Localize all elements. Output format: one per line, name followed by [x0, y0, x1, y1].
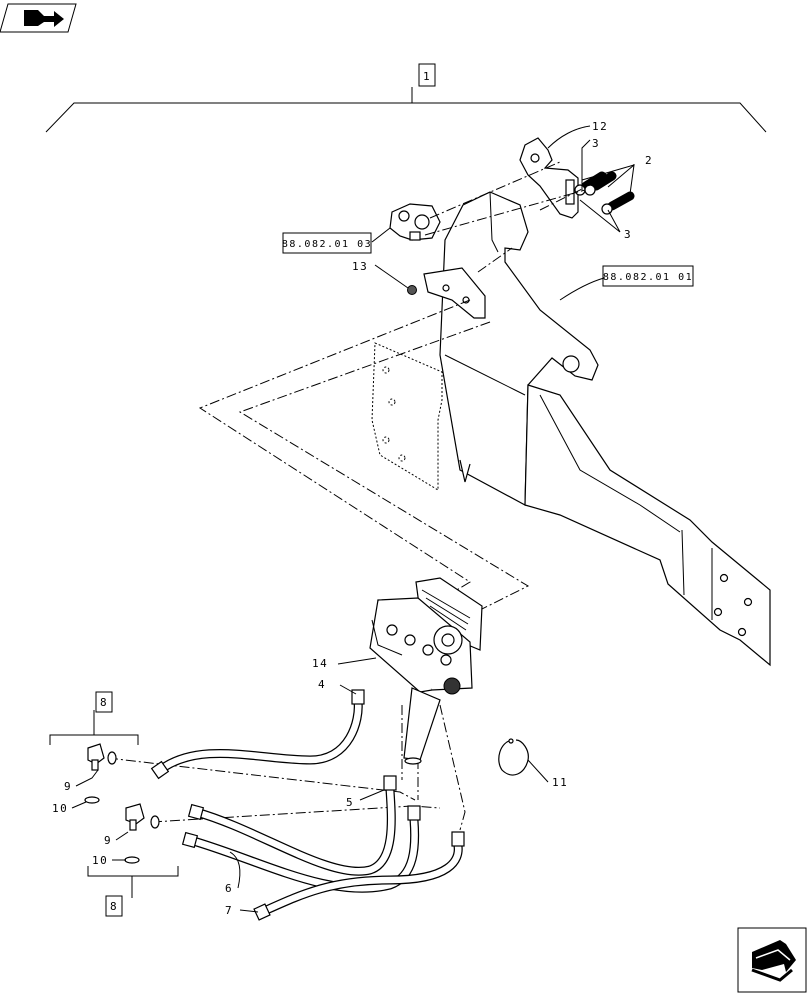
mounting-plate-13 — [407, 267, 486, 319]
reference-88-082-01-03[interactable]: 88.082.01 03 — [282, 232, 372, 254]
callout-12: 12 — [592, 120, 608, 133]
callout-8-upper-text: 8 — [100, 696, 108, 709]
next-page-arrow-icon[interactable] — [737, 927, 807, 993]
assembly-lines — [107, 161, 601, 831]
coupler-assembly — [389, 203, 441, 241]
callout-3-upper: 3 — [592, 137, 600, 150]
callout-1: 1 — [418, 63, 436, 87]
callout-1-text: 1 — [423, 70, 431, 83]
fitting-group-upper — [49, 710, 139, 804]
assembly-bracket-1 — [45, 87, 767, 133]
book-arrow-icon[interactable] — [0, 3, 77, 33]
callout-8-lower-text: 8 — [110, 900, 118, 913]
hose-6 — [181, 805, 421, 893]
fitting-group-lower — [87, 803, 179, 898]
loader-frame — [371, 191, 771, 667]
hose-7 — [253, 831, 465, 921]
bolts-2 — [574, 171, 635, 215]
callout-14: 14 — [312, 657, 328, 670]
reference-b-text: 88.082.01 01 — [603, 272, 693, 283]
callout-8-upper: 8 — [95, 691, 113, 713]
hose-5 — [187, 775, 397, 876]
reference-88-082-01-01[interactable]: 88.082.01 01 — [602, 265, 694, 287]
control-valve-14 — [369, 577, 483, 765]
callout-9-lower: 9 — [104, 834, 112, 847]
reference-a-text: 88.082.01 03 — [282, 239, 372, 250]
hose-4 — [150, 689, 365, 780]
callout-5: 5 — [346, 796, 354, 809]
callout-10-lower: 10 — [92, 854, 108, 867]
callout-13: 13 — [352, 260, 368, 273]
leader-lines — [71, 125, 635, 913]
callout-3-lower: 3 — [624, 228, 632, 241]
callout-10-upper: 10 — [52, 802, 68, 815]
callout-9-upper: 9 — [64, 780, 72, 793]
callout-7: 7 — [225, 904, 233, 917]
callout-4: 4 — [318, 678, 326, 691]
callout-2: 2 — [645, 154, 653, 167]
snap-ring-11 — [498, 738, 529, 776]
callout-6: 6 — [225, 882, 233, 895]
callout-8-lower: 8 — [105, 895, 123, 917]
callout-11: 11 — [552, 776, 568, 789]
